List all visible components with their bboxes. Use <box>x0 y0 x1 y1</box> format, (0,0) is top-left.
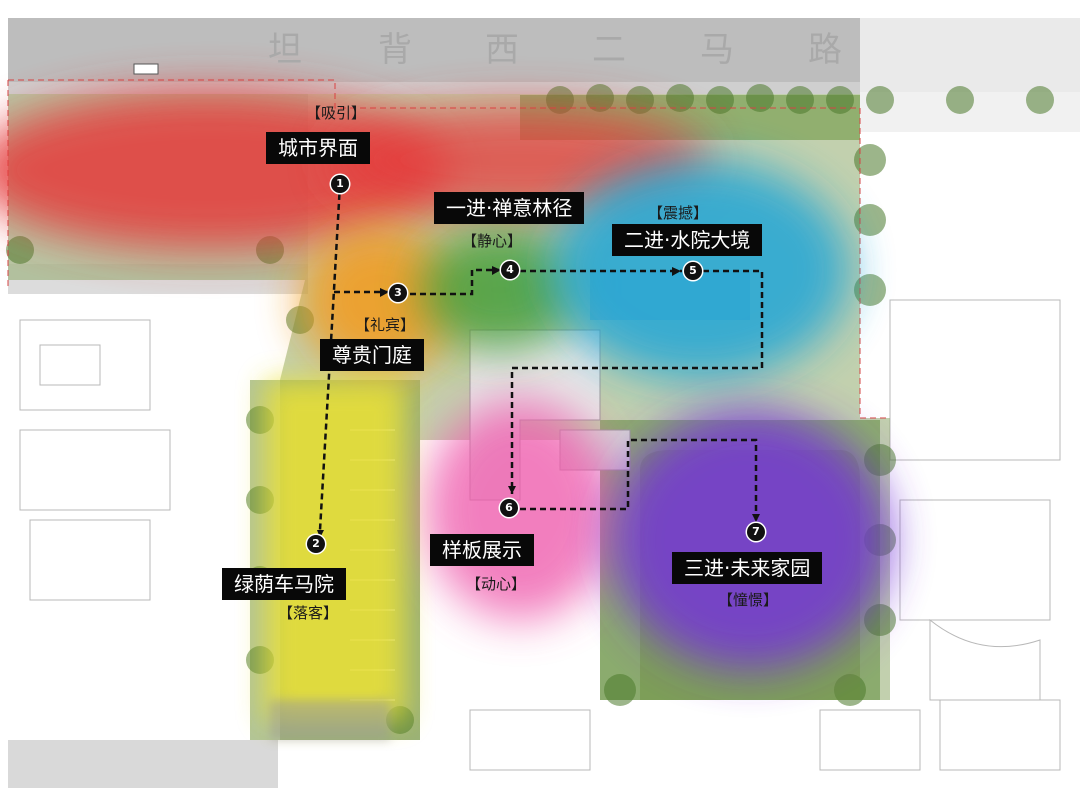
road-name-char: 西 <box>485 30 519 70</box>
zone-2-label[interactable]: 绿荫车马院 <box>222 568 346 600</box>
zone-3-label[interactable]: 尊贵门庭 <box>320 339 424 371</box>
zone-4-tag: 【静心】 <box>462 232 523 250</box>
surrounding-buildings <box>19 299 1061 771</box>
zone-7-tag: 【憧憬】 <box>718 591 779 609</box>
zone-4-label[interactable]: 一进·禅意林径 <box>434 192 585 224</box>
zone-2-marker[interactable]: 2 <box>307 535 325 553</box>
zone-5-tag: 【震撼】 <box>648 204 709 222</box>
zone-6-marker[interactable]: 6 <box>500 499 518 517</box>
zone-1-tag: 【吸引】 <box>306 104 367 122</box>
zone-4-marker[interactable]: 4 <box>501 261 519 279</box>
zone-5-marker[interactable]: 5 <box>684 262 702 280</box>
road-name-char: 路 <box>808 30 842 70</box>
zone-7-marker[interactable]: 7 <box>747 523 765 541</box>
zone-1-marker[interactable]: 1 <box>331 175 349 193</box>
zone-6-label[interactable]: 样板展示 <box>430 534 534 566</box>
visit-route <box>318 183 764 531</box>
road-name-char: 马 <box>700 30 734 70</box>
road-name-char: 背 <box>378 30 412 70</box>
road-name-char: 二 <box>592 30 626 70</box>
zone-3-tag: 【礼宾】 <box>355 316 416 334</box>
zone-2-tag: 【落客】 <box>278 604 339 622</box>
zone-7-label[interactable]: 三进·未来家园 <box>672 552 823 584</box>
zone-6-tag: 【动心】 <box>466 575 527 593</box>
zone-5-label[interactable]: 二进·水院大境 <box>612 224 763 256</box>
zone-1-label[interactable]: 城市界面 <box>266 132 370 164</box>
road-name-char: 坦 <box>268 30 302 70</box>
zone-3-marker[interactable]: 3 <box>389 284 407 302</box>
